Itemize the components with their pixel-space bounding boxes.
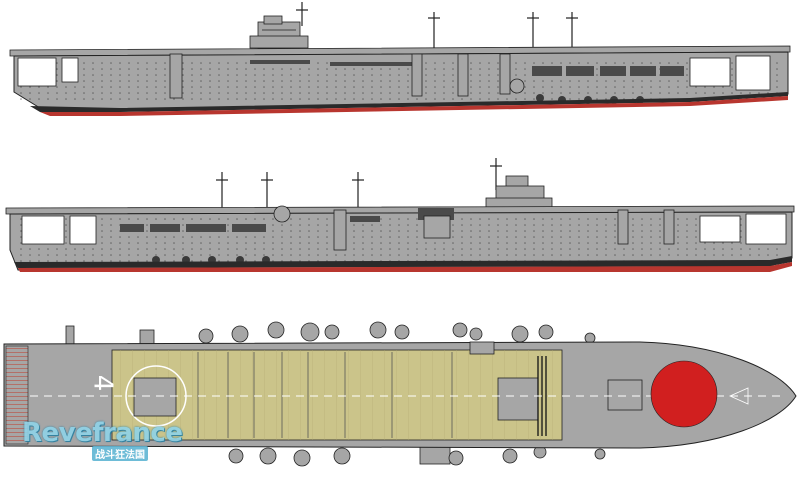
arresting-wires (197, 352, 453, 438)
starboard-profile-view (9, 2, 791, 116)
masts (296, 2, 578, 52)
flight-deck-edge (9, 45, 791, 57)
bow-detail (729, 387, 749, 405)
boot-topping (14, 256, 792, 268)
hangar-openings (21, 213, 787, 245)
plan-view (3, 321, 797, 467)
bottom-paint (40, 96, 788, 116)
island-bridge (485, 175, 553, 209)
masts (216, 158, 502, 208)
watermark-brand: Revefrance (22, 418, 183, 448)
side-galleries (250, 60, 684, 76)
island-bridge (249, 15, 309, 49)
island-plan (469, 341, 495, 355)
sponsons (65, 321, 606, 467)
gun-tubs (169, 53, 525, 99)
gun-tubs (273, 205, 675, 251)
stern-ramp (5, 345, 29, 445)
port-profile-view (5, 158, 795, 272)
watermark-subtitle: 战斗狂法国 (92, 446, 148, 461)
hangar-openings (17, 55, 771, 91)
elevators (125, 365, 643, 427)
hinomaru-marking (650, 360, 718, 428)
deck-hull-number: 4 (87, 374, 118, 392)
bottom-paint (18, 262, 792, 272)
boot-topping (30, 92, 788, 112)
